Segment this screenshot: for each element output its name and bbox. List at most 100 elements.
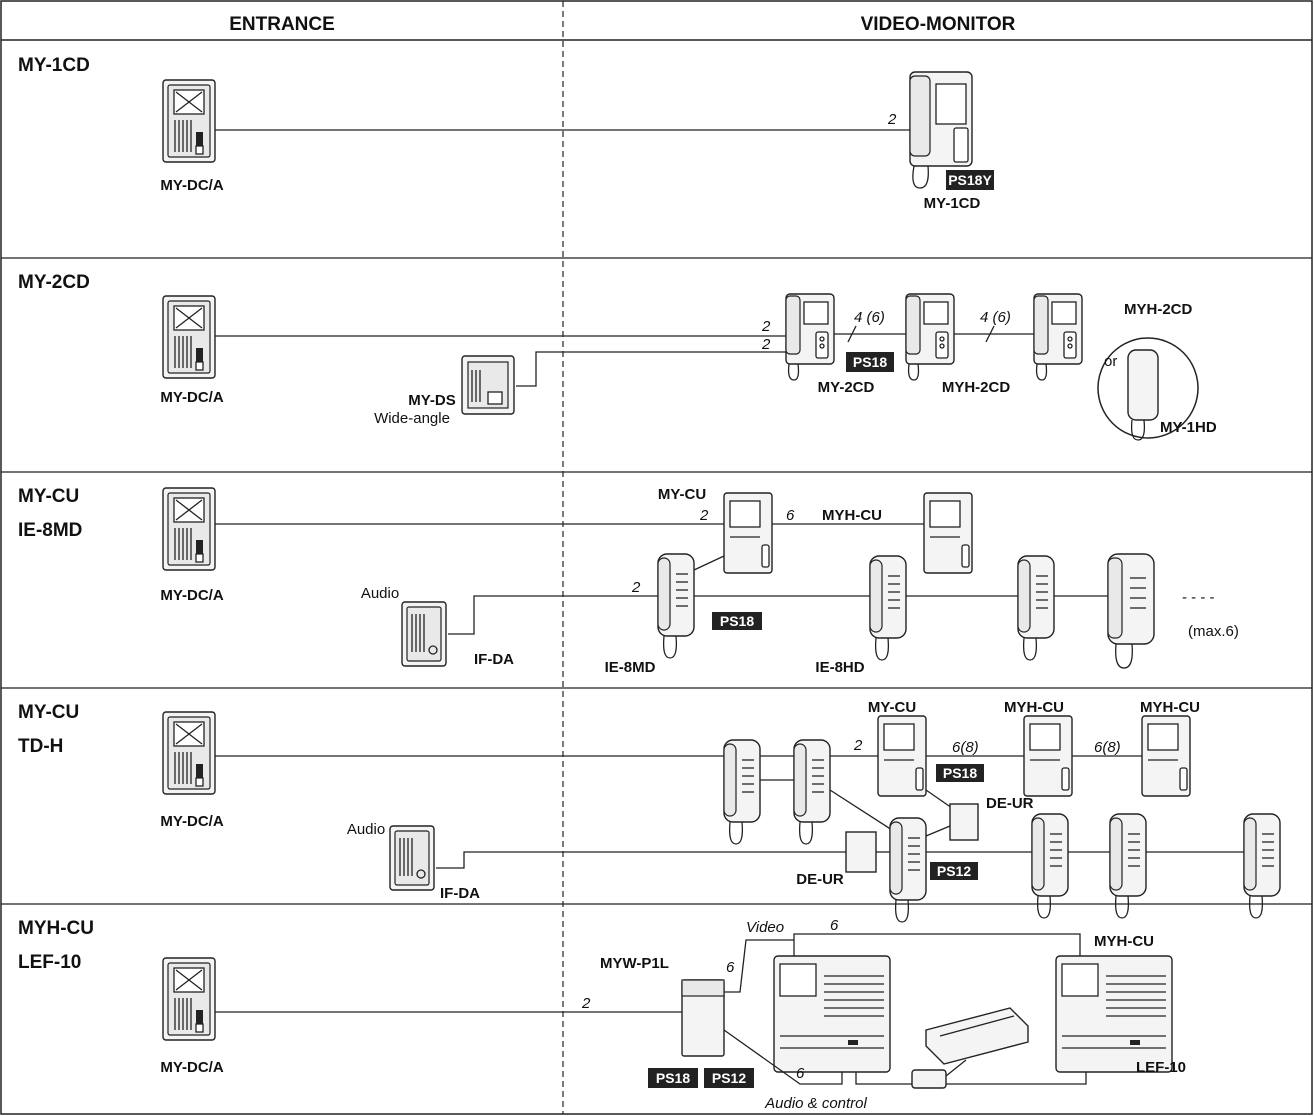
handset-ie-8hd (869, 555, 907, 661)
audio-door-station-if-da (389, 825, 435, 891)
myh-label: MYH-CU (1094, 933, 1154, 950)
entrance-door-station (162, 79, 216, 163)
wire-count: 6(8) (1094, 739, 1121, 756)
ie8hd-label: IE-8HD (815, 659, 864, 676)
entrance-door-station (162, 295, 216, 379)
handset-td-h (1031, 813, 1069, 919)
entrance-label: MY-DC/A (160, 1059, 224, 1076)
entrance-door-station (162, 487, 216, 571)
myh-label: MYH-CU (822, 507, 882, 524)
deur-label: DE-UR (986, 795, 1034, 812)
ds-label: MY-DS (408, 392, 456, 409)
monitor-label: MYH-2CD (942, 379, 1011, 396)
row-title-1: MY-1CD (18, 55, 90, 76)
door-station-my-ds (461, 355, 515, 415)
myh-label: MYH-CU (1140, 699, 1200, 716)
psu-label: PS18 (943, 765, 977, 781)
row-3-my-cu-ie-8md: MY-DC/A 2 MY-CU 6 MYH-CU Audio IF-DA 2 I… (160, 486, 1239, 676)
monitor-myh-cu (1141, 715, 1191, 797)
row-2-my-2cd: MY-DC/A 2 MY-DS Wide-angle 2 4 (6) PS18 … (160, 293, 1217, 441)
psu-label: PS18 (853, 354, 887, 370)
ds-sub-label: Wide-angle (374, 410, 450, 427)
wire-count: 2 (761, 318, 771, 335)
entrance-label: MY-DC/A (160, 587, 224, 604)
ifda-label: IF-DA (440, 885, 480, 902)
control-unit-my-cu (723, 492, 773, 574)
entrance-label: MY-DC/A (160, 389, 224, 406)
mywp1l-label: MYW-P1L (600, 955, 669, 972)
handset-td-h (1109, 813, 1147, 919)
handset-td-h (1243, 813, 1281, 919)
row-title-3b: IE-8MD (18, 520, 82, 541)
handset-td-h (793, 739, 831, 845)
handset-td-h (723, 739, 761, 845)
row-title-5b: LEF-10 (18, 952, 81, 973)
psu-badge (712, 612, 762, 630)
row-1-my-1cd: MY-DC/A 2 PS18Y MY-1CD (160, 71, 994, 212)
distributor-de-ur (949, 803, 979, 841)
monitor-myh-2cd (1033, 293, 1083, 381)
entrance-label: MY-DC/A (160, 813, 224, 830)
wire-count: 4 (6) (980, 309, 1011, 326)
psu-label: PS18 (656, 1070, 690, 1086)
entrance-door-station (162, 957, 216, 1041)
audio-label: Audio (347, 821, 385, 838)
psu-badge (846, 352, 894, 372)
master-station-lef-10 (1055, 955, 1173, 1073)
remote-selector (911, 1007, 1029, 1089)
handset-ie-8hd (1107, 553, 1155, 669)
cu-label: MY-CU (658, 486, 706, 503)
row-5-myh-cu-lef-10: MY-DC/A 2 MYW-P1L 6 Video 6 MYH-CU LEF-1… (160, 917, 1186, 1112)
wire-count: 6 (786, 507, 795, 524)
intercom-ie-8md (657, 553, 695, 659)
monitor-myh-cu (923, 492, 973, 574)
monitor-myh-2cd (905, 293, 955, 381)
power-unit-myw-p1l (681, 979, 725, 1057)
psu-label: PS18Y (948, 172, 992, 188)
row-title-3a: MY-CU (18, 486, 79, 507)
deur-label: DE-UR (796, 871, 844, 888)
wire-count: 2 (887, 111, 897, 128)
psu-label: PS12 (712, 1070, 746, 1086)
row-title-2: MY-2CD (18, 272, 90, 293)
row-title-4b: TD-H (18, 736, 63, 757)
row-4-my-cu-td-h: MY-DC/A 2 MY-CU 6(8) PS18 MYH-CU 6(8) MY… (160, 699, 1281, 923)
wire-count: 2 (699, 507, 709, 524)
row-title-5a: MYH-CU (18, 918, 94, 939)
lef-label: LEF-10 (1136, 1059, 1186, 1076)
ie8md-label: IE-8MD (605, 659, 656, 676)
psu-badge (936, 764, 984, 782)
distributor-de-ur (845, 831, 877, 873)
entrance-label: MY-DC/A (160, 177, 224, 194)
monitor-my-1cd (909, 71, 973, 189)
monitor-myh-cu (1023, 715, 1073, 797)
wire-count: 6 (726, 959, 735, 976)
monitor-label: MY-1CD (924, 195, 981, 212)
cu-label: MY-CU (868, 699, 916, 716)
wire-count: 6 (830, 917, 839, 934)
wire-count: 2 (761, 336, 771, 353)
audio-label: Audio (361, 585, 399, 602)
video-label: Video (746, 919, 784, 936)
header-entrance: ENTRANCE (229, 14, 335, 35)
header-video-monitor: VIDEO-MONITOR (861, 14, 1016, 35)
wire-count: 2 (853, 737, 863, 754)
wire-count: 6 (796, 1065, 805, 1082)
monitor-my-2cd (785, 293, 835, 381)
psu-badge (704, 1068, 754, 1088)
or-label: or (1104, 353, 1117, 370)
max-label: (max.6) (1188, 623, 1239, 640)
wire-count: 2 (581, 995, 591, 1012)
monitor-label: MYH-2CD (1124, 301, 1193, 318)
master-td-h (889, 817, 927, 923)
psu-label: PS12 (937, 863, 971, 879)
entrance-door-station (162, 711, 216, 795)
control-unit-my-cu (877, 715, 927, 797)
master-station-lef-10 (773, 955, 891, 1073)
ifda-label: IF-DA (474, 651, 514, 668)
myh-label: MYH-CU (1004, 699, 1064, 716)
wire-count: 6(8) (952, 739, 979, 756)
psu-badge (930, 862, 978, 880)
